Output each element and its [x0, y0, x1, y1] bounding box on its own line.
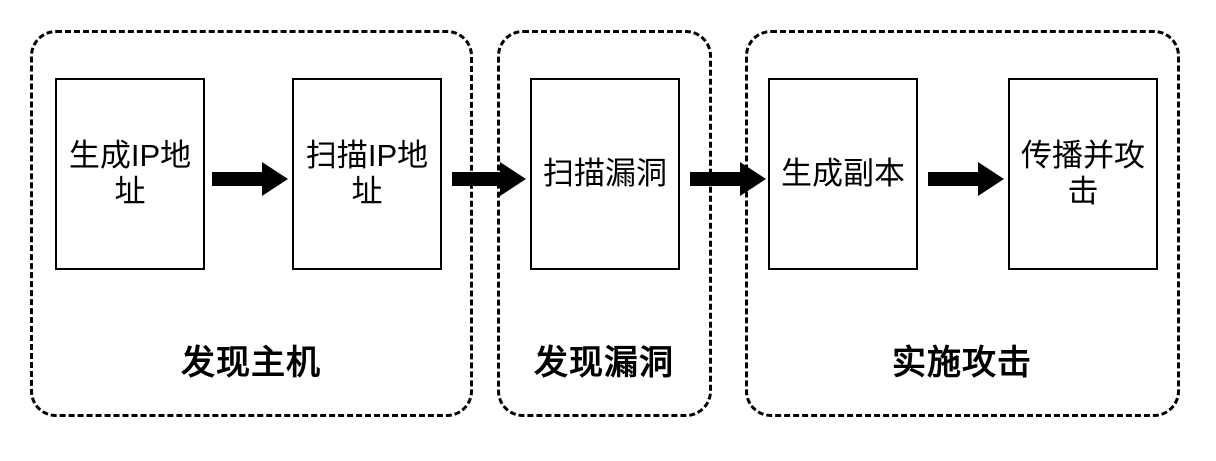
phase-label-launch-attack: 实施攻击: [892, 344, 1032, 382]
phase-container-launch-attack: [745, 30, 1180, 417]
arrow-generate-copy-to-propagate-attack: [928, 162, 1004, 196]
arrow-generate-ip-to-scan-ip: [212, 162, 288, 196]
step-box-generate-copy[interactable]: 生成副本: [768, 78, 918, 270]
step-label-generate-ip: 生成IP地址: [68, 138, 192, 209]
phase-label-discover-host: 发现主机: [181, 344, 321, 382]
step-box-scan-vulnerability[interactable]: 扫描漏洞: [530, 78, 680, 270]
step-label-scan-ip: 扫描IP地址: [305, 138, 429, 209]
step-label-scan-vulnerability: 扫描漏洞: [543, 156, 667, 192]
phase-container-discover-vulnerability: [497, 30, 712, 417]
step-label-generate-copy: 生成副本: [781, 156, 905, 192]
step-box-generate-ip[interactable]: 生成IP地址: [55, 78, 205, 270]
step-box-propagate-attack[interactable]: 传播并攻击: [1008, 78, 1158, 270]
arrow-scan-ip-to-scan-vulnerability: [452, 162, 526, 196]
step-label-propagate-attack: 传播并攻击: [1021, 138, 1145, 209]
step-box-scan-ip[interactable]: 扫描IP地址: [292, 78, 442, 270]
phase-label-discover-vulnerability: 发现漏洞: [534, 344, 674, 382]
phase-container-discover-host: [30, 30, 473, 417]
